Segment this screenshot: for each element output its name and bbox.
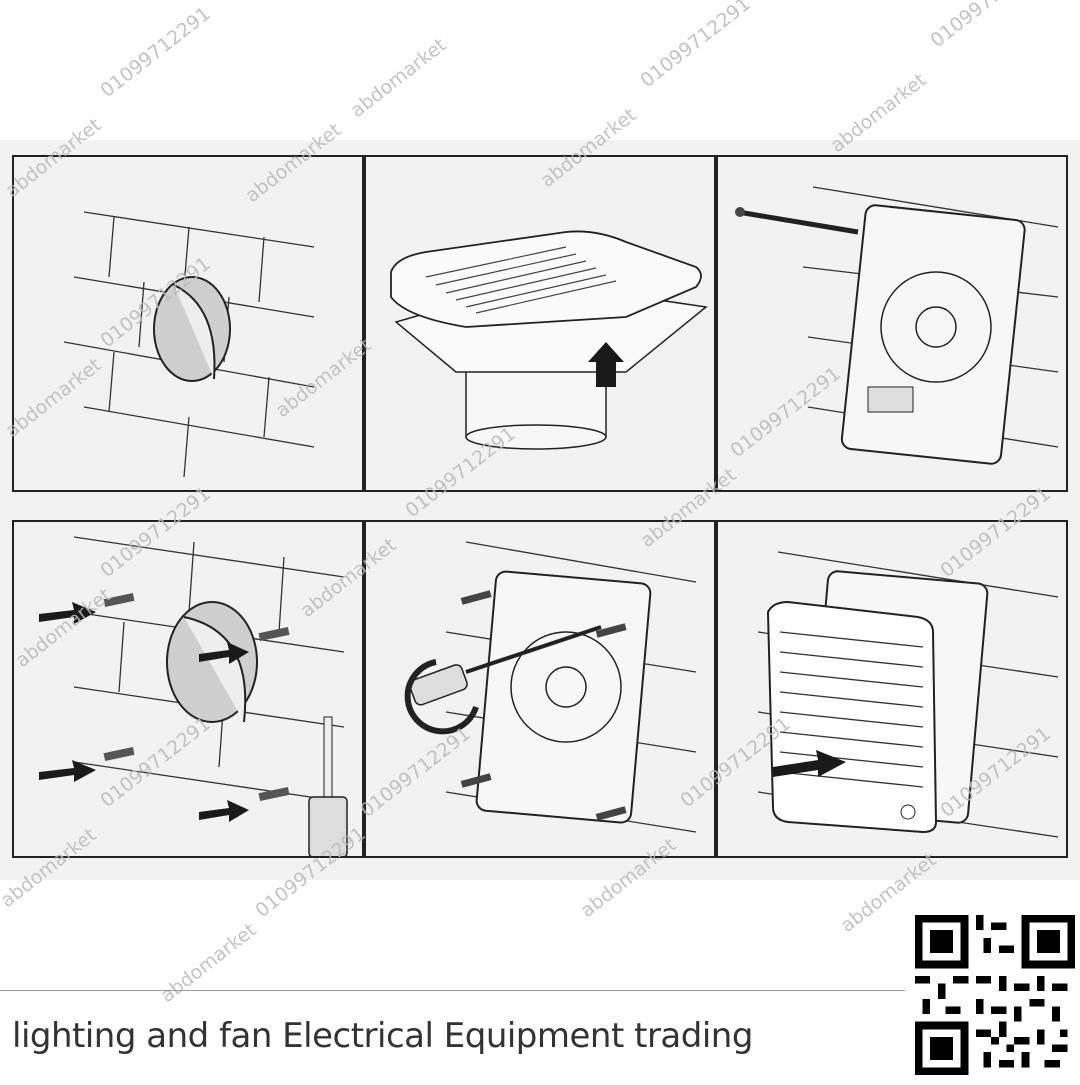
arrow-icon	[773, 750, 846, 777]
fan-backplate	[840, 204, 1026, 465]
watermark-brand: abdomarket	[156, 918, 261, 1007]
footer-tagline: lighting and fan Electrical Equipment tr…	[12, 1016, 753, 1056]
step-2-open-cover-panel	[364, 155, 716, 492]
watermark-phone: 01099712291	[636, 0, 755, 93]
step-4-drill-plug-panel	[12, 520, 364, 858]
duct-hole	[153, 276, 231, 382]
arrow-icon	[39, 602, 249, 822]
watermark-phone: 01099712291	[96, 2, 215, 103]
step-5-screw-base-panel	[364, 520, 716, 858]
drill-plug-illustration	[39, 536, 348, 856]
watermark-phone: 01099712291	[926, 0, 1045, 52]
mark-wall-illustration	[735, 186, 1059, 465]
step-1-wall-hole-panel	[12, 155, 364, 492]
step-3-mark-wall-panel	[716, 155, 1068, 492]
screwdriver-icon	[409, 625, 602, 706]
fan-open-cover-illustration	[390, 230, 708, 450]
screw-base-illustration	[404, 541, 697, 833]
arrow-icon	[588, 342, 624, 387]
pencil	[737, 209, 859, 235]
drill-icon	[308, 716, 348, 856]
terminal-block	[867, 386, 914, 413]
wall-hole-illustration	[63, 211, 315, 478]
step-6-front-grille-panel	[716, 520, 1068, 858]
footer-divider	[0, 990, 905, 991]
qr-code-icon[interactable]	[915, 915, 1075, 1075]
fan-backplate	[475, 570, 652, 824]
front-grille	[766, 600, 938, 834]
front-grille-illustration	[757, 551, 1059, 838]
watermark-brand: abdomarket	[346, 33, 451, 123]
